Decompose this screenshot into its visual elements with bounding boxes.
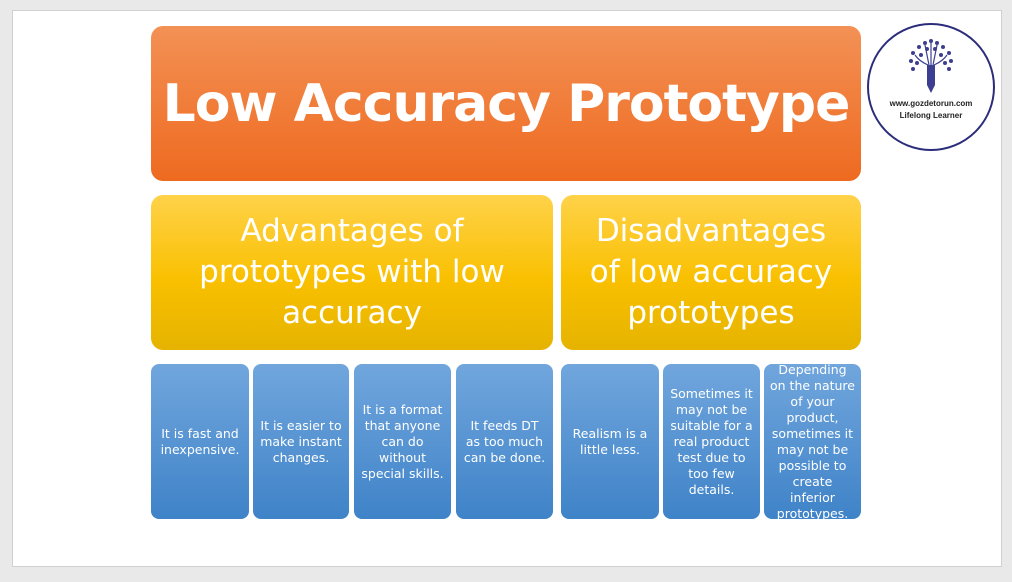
advantage-item: It is easier to make instant changes. bbox=[253, 364, 349, 519]
advantage-item: It is a format that anyone can do withou… bbox=[354, 364, 451, 519]
advantage-item: It feeds DT as too much can be done. bbox=[456, 364, 553, 519]
logo-tagline: Lifelong Learner bbox=[899, 111, 963, 120]
disadvantage-item: Realism is a little less. bbox=[561, 364, 659, 519]
advantage-item: It is fast and inexpensive. bbox=[151, 364, 249, 519]
slide-title: Low Accuracy Prototype bbox=[151, 26, 861, 181]
tree-pencil-icon bbox=[909, 39, 953, 93]
disadvantage-item: Depending on the nature of your product,… bbox=[764, 362, 861, 521]
logo: www.gozdetorun.com Lifelong Learner bbox=[867, 23, 995, 151]
disadvantages-heading: Disadvantages of low accuracy prototypes bbox=[561, 195, 861, 350]
logo-url: www.gozdetorun.com bbox=[889, 99, 973, 108]
disadvantage-item: Sometimes it may not be suitable for a r… bbox=[663, 364, 760, 519]
advantages-heading: Advantages of prototypes with low accura… bbox=[151, 195, 553, 350]
